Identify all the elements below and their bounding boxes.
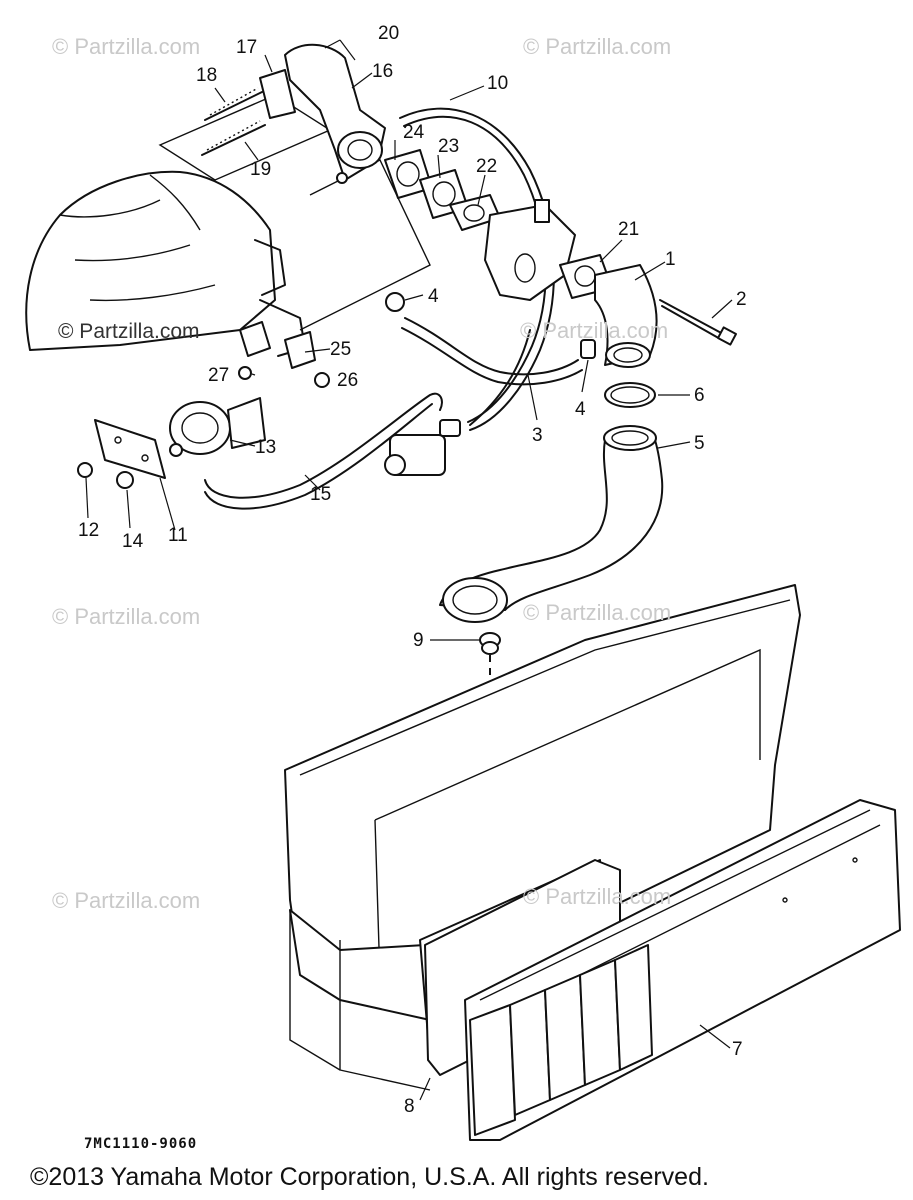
stud-19 — [201, 120, 266, 156]
drawing-code: 7MC1110-9060 — [84, 1136, 198, 1152]
callout-7: 7 — [732, 1039, 743, 1060]
watermark: © Partzilla.com — [523, 884, 672, 909]
bracket-11 — [94, 419, 166, 479]
callout-13: 13 — [255, 437, 277, 458]
callout-9: 9 — [413, 630, 424, 651]
watermark: © Partzilla.com — [52, 888, 201, 913]
callout-6: 6 — [694, 385, 705, 406]
callout-12: 12 — [78, 520, 100, 541]
diaphragm-valve-13 — [169, 397, 266, 457]
nut-26 — [314, 372, 330, 388]
callout-22: 22 — [476, 156, 498, 177]
callout-4-lower: 4 — [575, 399, 586, 420]
watermark: © Partzilla.com — [523, 600, 672, 625]
callout-11: 11 — [168, 525, 188, 546]
callout-24: 24 — [403, 122, 425, 143]
callout-16: 16 — [372, 61, 394, 82]
hose-15 — [204, 392, 443, 499]
carburetor — [484, 199, 576, 301]
callout-8: 8 — [404, 1096, 415, 1117]
watermark: © Partzilla.com — [52, 34, 201, 59]
callout-21: 21 — [618, 219, 640, 240]
callout-27: 27 — [208, 365, 230, 386]
callout-5: 5 — [694, 433, 705, 454]
callout-2: 2 — [736, 289, 747, 310]
watermark: © Partzilla.com — [58, 320, 200, 343]
callout-20: 20 — [378, 23, 400, 44]
air-box-cover-7 — [464, 799, 901, 1141]
callout-26: 26 — [337, 370, 359, 391]
callout-17: 17 — [236, 37, 258, 58]
callout-15: 15 — [310, 484, 332, 505]
engine-block — [25, 170, 306, 357]
callout-4-upper: 4 — [428, 286, 439, 307]
elbow-1 — [594, 264, 658, 368]
o-ring-6 — [604, 382, 656, 408]
callout-1: 1 — [665, 249, 676, 270]
callout-10: 10 — [487, 73, 509, 94]
callout-18: 18 — [196, 65, 218, 86]
intake-duct-5 — [439, 425, 664, 623]
grommet-9 — [479, 632, 501, 655]
callout-3: 3 — [532, 425, 543, 446]
nut-14 — [116, 471, 134, 489]
plate-17 — [259, 69, 296, 119]
callout-25: 25 — [330, 339, 352, 360]
leader-lines — [85, 39, 733, 1101]
bracket-25 — [239, 321, 316, 369]
screw-12 — [77, 462, 93, 478]
stud-18 — [204, 87, 263, 121]
nut-27 — [238, 366, 252, 380]
callout-23: 23 — [438, 136, 460, 157]
clamp-4-lower — [580, 339, 596, 359]
check-valve — [384, 419, 461, 476]
copyright-notice: ©2013 Yamaha Motor Corporation, U.S.A. A… — [30, 1163, 709, 1191]
watermark: © Partzilla.com — [523, 34, 672, 59]
callout-14: 14 — [122, 531, 144, 552]
watermark: © Partzilla.com — [52, 604, 201, 629]
callout-19: 19 — [250, 159, 272, 180]
bolt-2 — [659, 299, 737, 346]
intake-manifold-16 — [284, 43, 386, 184]
watermark: © Partzilla.com — [520, 318, 669, 343]
hose-3 — [404, 317, 579, 376]
clamp-4-upper — [385, 292, 405, 312]
